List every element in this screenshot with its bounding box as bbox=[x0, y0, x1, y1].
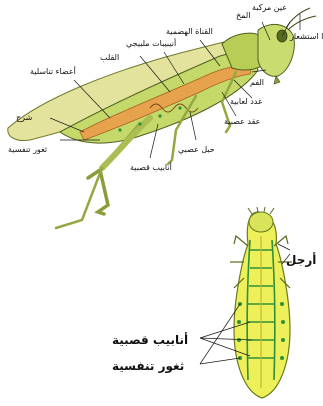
label-brain: المخ bbox=[236, 11, 250, 20]
label-spiracles-bottom: ثغور تنفسية bbox=[112, 359, 184, 374]
label-heart: القلب bbox=[100, 53, 119, 62]
label-mouth: الفم bbox=[250, 78, 264, 87]
label-salivary-glands: غدد لعابية bbox=[230, 97, 262, 106]
label-nerve-ganglia: عقد عصبية bbox=[224, 117, 260, 126]
label-antennae: قرنا استشعار bbox=[289, 32, 323, 41]
head bbox=[258, 24, 294, 76]
label-legs: أرجل bbox=[286, 252, 316, 267]
label-compound-eye: عين مركبة bbox=[252, 3, 287, 12]
label-digestive-canal: القناة الهضمية bbox=[166, 27, 213, 36]
label-malpighian-tubules: أنيبيبات ملبيجي bbox=[126, 38, 176, 48]
label-tracheae-bottom: أنابيب قصبية bbox=[112, 332, 188, 347]
label-nerve-cord: حبل عصبي bbox=[178, 145, 215, 154]
ventral-head bbox=[249, 212, 273, 232]
label-tracheae-top: أنابيب قصبية bbox=[130, 162, 172, 172]
hind-leg-tibia bbox=[56, 168, 102, 228]
grasshopper-side-view: قرنا استشعار عين مركبة المخ الفم القناة … bbox=[8, 3, 323, 228]
label-spiracles-top: ثغور تنفسية bbox=[8, 145, 47, 154]
mouthparts bbox=[274, 76, 280, 84]
antennae bbox=[286, 8, 316, 30]
grasshopper-ventral-view: أرجل أنابيب قصبية ثغور تنفسية bbox=[112, 207, 316, 398]
label-anus: شرج bbox=[16, 113, 33, 122]
label-reproductive-organs: أعضاء تناسلية bbox=[30, 66, 76, 76]
